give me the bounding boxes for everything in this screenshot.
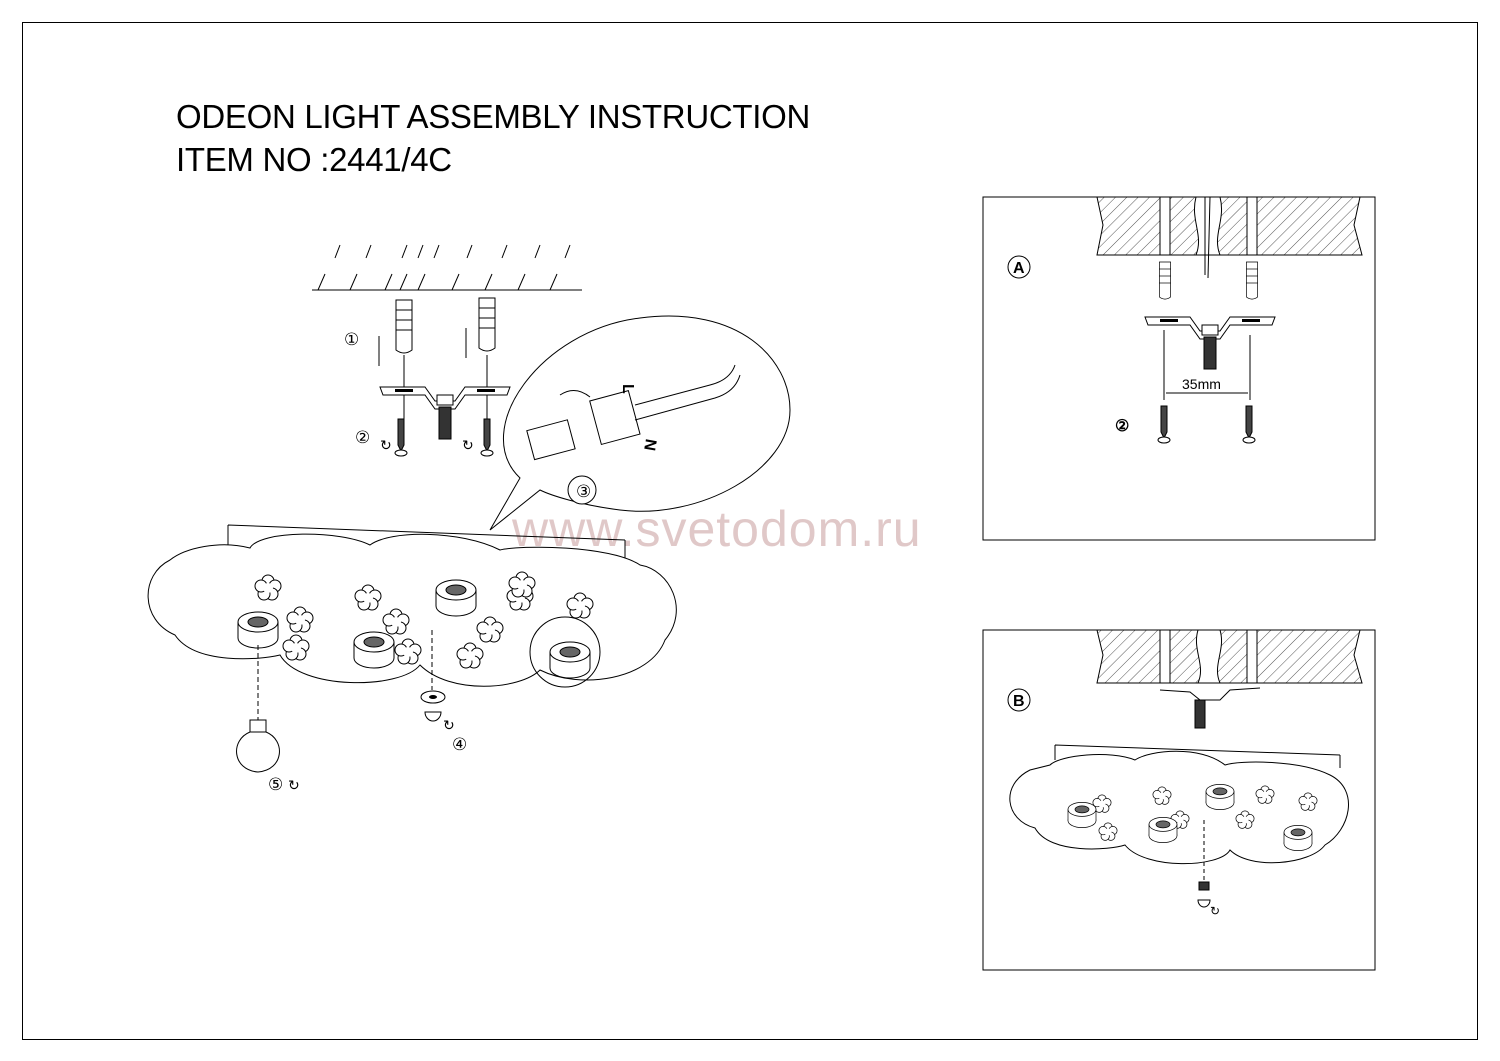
large-flower-decoration [529,616,601,688]
fixing-nut-icon [1197,881,1211,908]
wall-anchor-icon [478,297,496,352]
step-2-label: ② [355,428,370,447]
rotate-icon: ↻ [443,717,455,733]
mounting-bracket [1159,687,1261,701]
lamp-body [1009,744,1349,865]
step-3-circle [567,475,597,505]
lamp-socket [237,611,279,649]
rotate-icon: ↻ [1210,904,1220,918]
lamp-socket [435,579,477,617]
screw-icon [394,418,408,457]
step-2-label: ② [1115,418,1129,435]
ceiling-section [1096,196,1363,256]
item-number: ITEM NO :2441/4C [176,141,452,178]
screw-icon [1157,405,1171,444]
terminal-block-icon [526,364,741,461]
lamp-socket [1205,784,1235,810]
power-cable [1204,196,1211,279]
wall-anchor-icon [1246,261,1258,300]
threaded-rod [1194,699,1206,729]
document-title: ODEON LIGHT ASSEMBLY INSTRUCTION [176,98,811,135]
dimension-label: 35mm [1182,376,1221,392]
rotate-icon: ↻ [288,777,300,793]
neutral-wire-label: N [640,438,659,452]
panel-a-label: A [1013,260,1025,277]
panel-b-badge [1007,688,1031,712]
lamp-socket [1067,802,1097,828]
screw-icon [1242,405,1256,444]
lamp-socket [1283,825,1313,851]
screw-icon [480,418,494,457]
rotate-icon: ↻ [462,437,474,453]
lamp-socket [353,631,395,669]
lamp-body [147,524,677,687]
panel-b-label: B [1013,693,1025,710]
wall-anchor-icon [1159,261,1171,300]
step-5-label: ⑤ [268,775,283,794]
lamp-socket [549,641,591,679]
live-wire-label: L [619,384,636,394]
watermark: www.svetodom.ru [512,501,922,557]
light-bulb-icon [236,719,280,773]
fixing-nut-icon [420,690,446,722]
step-1-label: ① [344,330,359,349]
page-border [22,22,1478,1040]
step-3-label: ③ [576,482,591,501]
wall-anchor-icon [395,299,413,354]
callout-bubble [489,315,791,531]
lamp-socket [1148,817,1178,843]
ceiling-section [1096,629,1363,684]
ceiling [312,244,582,291]
step-4-label: ④ [452,735,467,754]
panel-a-badge [1007,255,1031,279]
rotate-icon: ↻ [380,437,392,453]
